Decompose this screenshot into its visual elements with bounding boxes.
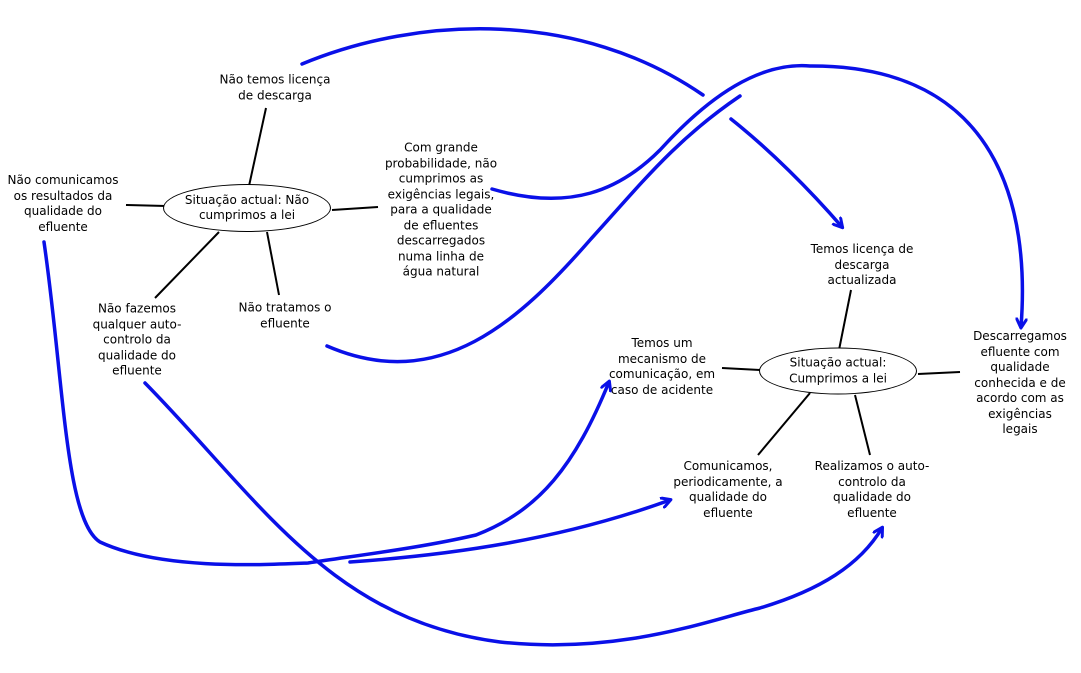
spoke-known-quality [917, 371, 961, 375]
current-situation-label: Situação actual: Não cumprimos a lei [184, 192, 310, 223]
node-no-compliance: Com grande probabilidade, não cumprimos … [384, 140, 498, 279]
transformation-arrows [42, 27, 1022, 647]
arrow-license [300, 27, 705, 97]
node-periodic-reporting: Comunicamos, periodicamente, a qualidade… [673, 459, 783, 520]
target-situation-hub: Situação actual: Cumprimos a lei [759, 347, 917, 395]
arrow-treatment [325, 94, 742, 364]
node-communication-mechanism: Temos um mecanismo de comunicação, em ca… [608, 336, 716, 397]
arrow-periodic-reporting [348, 500, 670, 564]
node-no-license: Não temos licença de descarga [219, 72, 331, 103]
target-situation-label: Situação actual: Cumprimos a lei [789, 355, 887, 386]
arrow-communication [42, 240, 609, 567]
node-no-self-control: Não fazemos qualquer auto- controlo da q… [92, 301, 182, 378]
current-hub-spokes [125, 107, 379, 299]
spoke-no-license [248, 107, 267, 187]
spoke-no-treatment [266, 231, 280, 296]
node-known-quality: Descarregamos efluente com qualidade con… [973, 328, 1067, 436]
spoke-license-updated [838, 289, 852, 351]
spoke-communication [721, 367, 761, 371]
spoke-self-control [854, 394, 871, 456]
arrow-compliance [490, 63, 1022, 327]
current-situation-hub: Situação actual: Não cumprimos a lei [163, 184, 331, 232]
node-self-control: Realizamos o auto- controlo da qualidade… [814, 459, 930, 520]
node-no-treatment: Não tratamos o efluente [238, 300, 332, 331]
node-no-reporting: Não comunicamos os resultados da qualida… [7, 173, 119, 234]
target-hub-spokes [721, 289, 961, 456]
spoke-periodic-reporting [757, 392, 811, 456]
spoke-no-self-control [154, 231, 220, 299]
arrow-license-head [729, 117, 842, 227]
spoke-no-reporting [125, 204, 167, 207]
spoke-no-compliance [331, 206, 379, 211]
arrow-self-control [143, 381, 882, 647]
node-license-updated: Temos licença de descarga actualizada [810, 241, 914, 287]
